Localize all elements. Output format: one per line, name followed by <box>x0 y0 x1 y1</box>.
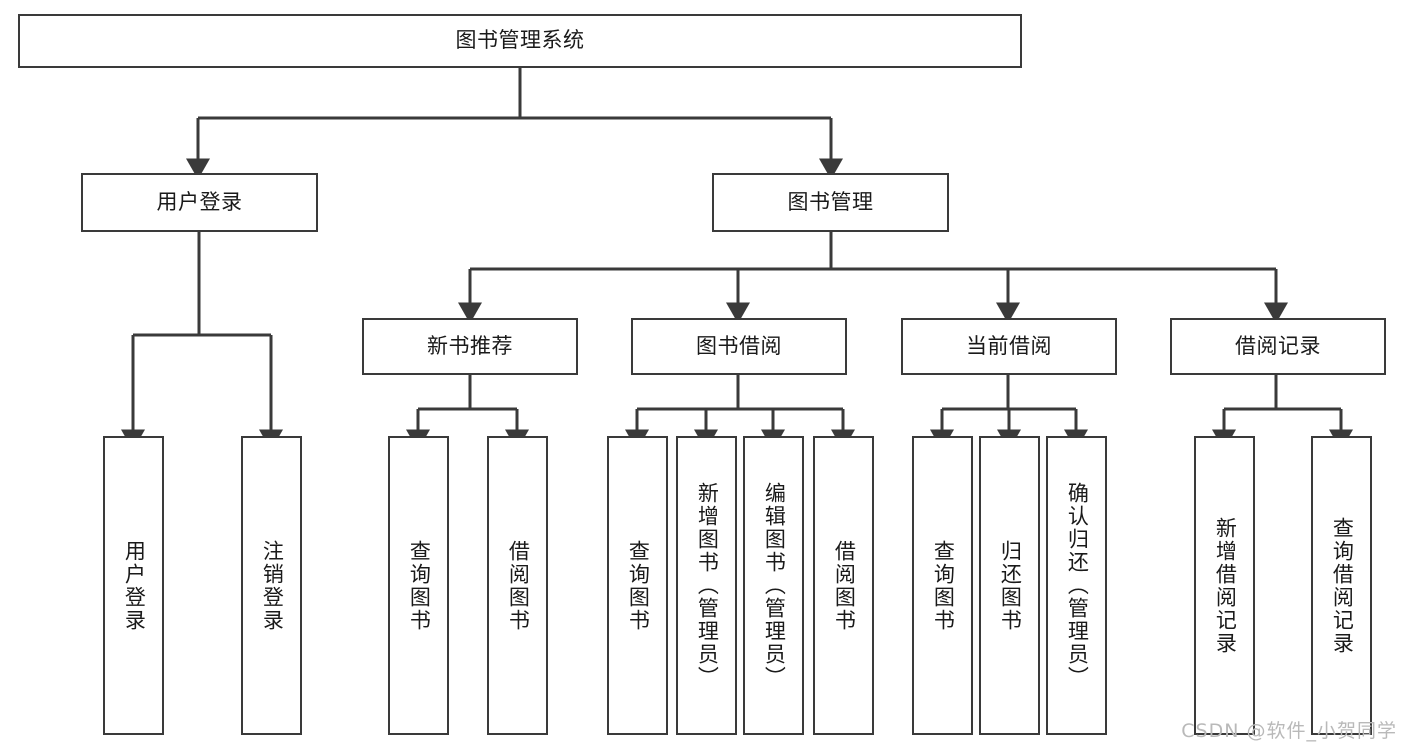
leaf-new-book-1[interactable]: 查询图书 <box>388 436 449 735</box>
leaf-user-login-1[interactable]: 用户登录 <box>103 436 164 735</box>
leaf-book-borrow-3[interactable]: 编辑图书（管理员） <box>743 436 804 735</box>
leaf-book-borrow-4[interactable]: 借阅图书 <box>813 436 874 735</box>
node-borrow-records-label: 借阅记录 <box>1235 333 1321 358</box>
node-book-borrow[interactable]: 图书借阅 <box>631 318 847 375</box>
node-book-manage-label: 图书管理 <box>787 189 874 214</box>
leaf-label: 借阅图书 <box>506 539 531 632</box>
node-book-manage[interactable]: 图书管理 <box>712 173 949 232</box>
leaf-user-login-2[interactable]: 注销登录 <box>241 436 302 735</box>
leaf-current-borrow-1[interactable]: 查询图书 <box>912 436 973 735</box>
leaf-book-borrow-1[interactable]: 查询图书 <box>607 436 668 735</box>
leaf-label: 归还图书 <box>998 539 1023 632</box>
leaf-label: 新增图书（管理员） <box>695 482 720 689</box>
node-root-label: 图书管理系统 <box>455 28 585 53</box>
leaf-book-borrow-2[interactable]: 新增图书（管理员） <box>676 436 737 735</box>
leaf-label: 查询图书 <box>931 539 956 632</box>
leaf-current-borrow-3[interactable]: 确认归还（管理员） <box>1046 436 1107 735</box>
leaf-borrow-records-1[interactable]: 新增借阅记录 <box>1194 436 1255 735</box>
node-user-login-label: 用户登录 <box>156 189 243 214</box>
leaf-label: 查询借阅记录 <box>1330 516 1355 655</box>
leaf-label: 注销登录 <box>260 539 285 632</box>
leaf-label: 编辑图书（管理员） <box>762 482 787 689</box>
node-borrow-records[interactable]: 借阅记录 <box>1170 318 1386 375</box>
leaf-label: 用户登录 <box>122 539 147 632</box>
node-new-book-recommend[interactable]: 新书推荐 <box>362 318 578 375</box>
leaf-label: 查询图书 <box>407 539 432 632</box>
node-user-login[interactable]: 用户登录 <box>81 173 318 232</box>
node-new-book-recommend-label: 新书推荐 <box>427 333 513 358</box>
leaf-current-borrow-2[interactable]: 归还图书 <box>979 436 1040 735</box>
leaf-label: 查询图书 <box>626 539 651 632</box>
leaf-label: 借阅图书 <box>832 539 857 632</box>
leaf-new-book-2[interactable]: 借阅图书 <box>487 436 548 735</box>
node-current-borrow[interactable]: 当前借阅 <box>901 318 1117 375</box>
node-root[interactable]: 图书管理系统 <box>18 14 1022 68</box>
watermark-text: CSDN @软件_小贺同学 <box>1181 720 1397 742</box>
leaf-label: 确认归还（管理员） <box>1065 482 1090 689</box>
node-book-borrow-label: 图书借阅 <box>696 333 782 358</box>
leaf-label: 新增借阅记录 <box>1213 516 1238 655</box>
node-current-borrow-label: 当前借阅 <box>966 333 1052 358</box>
leaf-borrow-records-2[interactable]: 查询借阅记录 <box>1311 436 1372 735</box>
